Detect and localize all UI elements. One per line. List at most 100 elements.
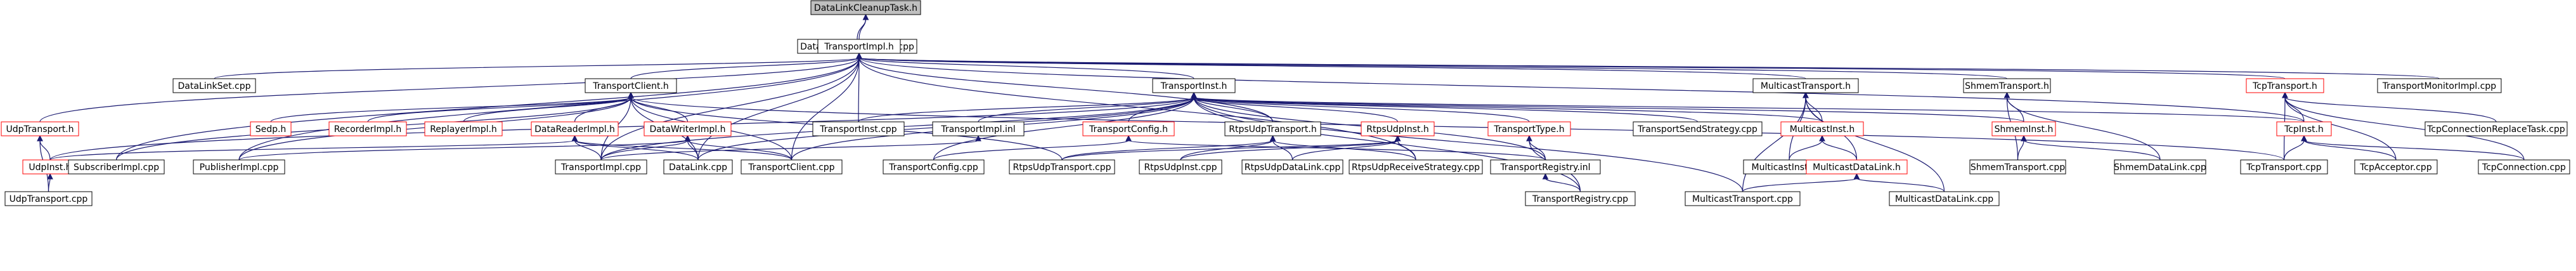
node-udpt-h[interactable]: UdpTransport.h	[1, 121, 79, 136]
node-box	[1361, 121, 1435, 136]
node-dri-h[interactable]: DataReaderImpl.h	[531, 121, 619, 136]
node-label: ShmemDataLink.cpp	[2114, 162, 2206, 173]
node-label: TcpInst.h	[2284, 124, 2324, 135]
node-label: DataLink.cpp	[669, 162, 727, 173]
node-treg-inl[interactable]: TransportRegistry.inl	[1490, 159, 1601, 175]
node-treg-cpp[interactable]: TransportRegistry.cpp	[1525, 191, 1636, 206]
node-rudl-cpp[interactable]: RtpsUdpDataLink.cpp	[1241, 159, 1343, 175]
edge-line	[858, 57, 2440, 79]
node-st-cpp[interactable]: ShmemTransport.cpp	[1969, 159, 2066, 175]
edge-tinst_h-to-tss_cpp	[1191, 91, 1699, 122]
node-tss-cpp[interactable]: TransportSendStrategy.cpp	[1633, 121, 1763, 136]
node-dl-cpp[interactable]: DataLink.cpp	[663, 159, 733, 175]
node-tclient-cpp[interactable]: TransportClient.cpp	[741, 159, 843, 175]
node-box	[1969, 159, 2066, 175]
edge-dri_h-to-tclient_cpp	[571, 135, 793, 161]
node-box	[424, 121, 503, 136]
edge-dri_h-to-udpi_h	[49, 135, 578, 161]
node-rui-cpp[interactable]: RtpsUdpInst.cpp	[1139, 159, 1222, 175]
node-box	[2276, 121, 2332, 136]
node-tcrt[interactable]: TcpConnectionReplaceTask.cpp	[2424, 121, 2568, 136]
edge-arrowhead	[1819, 135, 1825, 142]
edge-mdl_h-to-mt_cpp	[1742, 173, 1860, 192]
node-label: TransportSendStrategy.cpp	[1637, 124, 1757, 135]
node-mt-h[interactable]: MulticastTransport.h	[1752, 78, 1859, 93]
node-mt-cpp[interactable]: MulticastTransport.cpp	[1685, 191, 1801, 206]
node-tcpt-cpp[interactable]: TcpTransport.cpp	[2240, 159, 2328, 175]
edge-line	[1193, 96, 1399, 122]
node-si-h[interactable]: ShmemInst.h	[1991, 121, 2056, 136]
node-recorder[interactable]: RecorderImpl.h	[328, 121, 407, 136]
edge-line	[697, 57, 860, 161]
node-udpt-cpp[interactable]: UdpTransport.cpp	[4, 191, 93, 206]
edge-arrowhead	[1269, 135, 1276, 142]
node-tinst-cpp[interactable]: TransportInst.cpp	[812, 121, 905, 136]
node-dlset[interactable]: DataLinkSet.cpp	[172, 78, 256, 93]
node-tclient-h[interactable]: TransportClient.h	[585, 78, 677, 93]
node-sedp[interactable]: Sedp.h	[250, 121, 292, 136]
node-timpl-inl[interactable]: TransportImpl.inl	[932, 121, 1025, 136]
edge-treg_inl-to-treg_cpp	[1542, 173, 1581, 192]
node-ttype-h[interactable]: TransportType.h	[1487, 121, 1571, 136]
node-tconfig-cpp[interactable]: TransportConfig.cpp	[883, 159, 985, 175]
node-label: RecorderImpl.h	[334, 124, 402, 135]
node-tconfig-h[interactable]: TransportConfig.h	[1082, 121, 1175, 136]
node-replayer[interactable]: ReplayerImpl.h	[424, 121, 503, 136]
node-tcpt-h[interactable]: TcpTransport.h	[2246, 78, 2324, 93]
node-tinst-h[interactable]: TransportInst.h	[1152, 78, 1236, 93]
node-mdl-h[interactable]: MulticastDataLink.h	[1806, 159, 1908, 175]
edge-line	[600, 57, 860, 161]
node-sdl-cpp[interactable]: ShmemDataLink.cpp	[2114, 159, 2206, 175]
node-root[interactable]: DataLinkCleanupTask.h	[810, 0, 921, 15]
node-label: TransportRegistry.cpp	[1532, 194, 1628, 204]
node-subimpl[interactable]: SubscriberImpl.cpp	[68, 159, 165, 175]
node-tcpc-cpp[interactable]: TcpConnection.cpp	[2478, 159, 2570, 175]
node-rut-cpp[interactable]: RtpsUdpTransport.cpp	[1009, 159, 1115, 175]
node-box	[2246, 78, 2324, 93]
node-mdl-cpp[interactable]: MulticastDataLink.cpp	[1889, 191, 2000, 206]
node-rurs-cpp[interactable]: RtpsUdpReceiveStrategy.cpp	[1349, 159, 1483, 175]
node-label: UdpTransport.h	[6, 124, 74, 135]
edge-line	[574, 140, 699, 161]
node-timpl-h[interactable]: TransportImpl.h	[817, 39, 901, 54]
edge-line	[574, 140, 793, 161]
node-box	[1224, 121, 1321, 136]
node-st-h[interactable]: ShmemTransport.h	[1963, 78, 2051, 93]
node-label: TcpTransport.cpp	[2246, 162, 2321, 173]
node-label: PublisherImpl.cpp	[200, 162, 279, 173]
node-label: MulticastInst.h	[1790, 124, 1854, 135]
edge-arrowhead	[628, 91, 634, 98]
edge-arrowhead	[571, 135, 578, 142]
edge-line	[1061, 140, 1399, 161]
edge-arrowhead	[1394, 135, 1401, 142]
edge-line	[687, 140, 793, 161]
node-box	[663, 159, 733, 175]
edge-line	[1193, 96, 1699, 122]
edge-line	[858, 57, 1194, 79]
node-box	[1963, 78, 2051, 93]
edge-timpl_inl-to-timpl_cpp	[600, 135, 981, 161]
node-tcpi-h[interactable]: TcpInst.h	[2276, 121, 2332, 136]
node-box	[1780, 121, 1864, 136]
node-rui-h[interactable]: RtpsUdpInst.h	[1361, 121, 1435, 136]
edge-arrowhead	[1191, 91, 1197, 98]
node-box	[644, 121, 732, 136]
node-dwi-h[interactable]: DataWriterImpl.h	[644, 121, 732, 136]
edge-tinst_h-to-tconfig_cpp	[933, 91, 1197, 161]
node-label: TransportType.h	[1493, 124, 1564, 135]
node-pubimpl[interactable]: PublisherImpl.cpp	[193, 159, 285, 175]
node-timpl-cpp[interactable]: TransportImpl.cpp	[555, 159, 647, 175]
node-rut-h[interactable]: RtpsUdpTransport.h	[1224, 121, 1321, 136]
node-label: TransportClient.h	[592, 81, 669, 91]
node-box	[741, 159, 843, 175]
node-tmon[interactable]: TransportMonitorImpl.cpp	[2377, 78, 2502, 93]
edge-arrowhead	[1803, 91, 1809, 98]
node-mi-h[interactable]: MulticastInst.h	[1780, 121, 1864, 136]
edge-arrowhead	[1542, 173, 1549, 180]
edge-line	[630, 96, 2285, 161]
edge-line	[1742, 178, 1858, 192]
edge-arrowhead	[2003, 91, 2010, 98]
node-udpi-h[interactable]: UdpInst.h	[22, 159, 78, 175]
node-tcpa-cpp[interactable]: TcpAcceptor.cpp	[2354, 159, 2438, 175]
node-label: TcpConnection.cpp	[2482, 162, 2566, 173]
